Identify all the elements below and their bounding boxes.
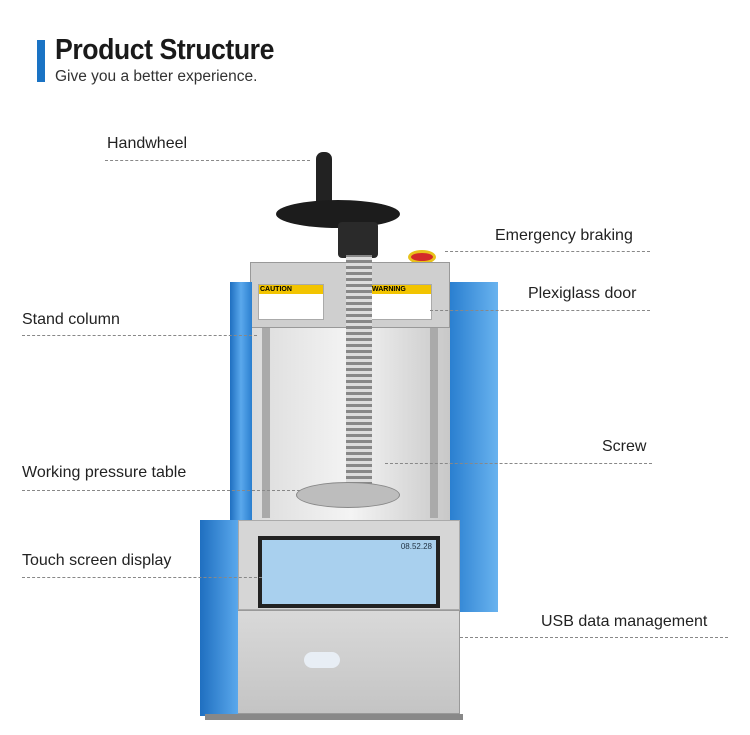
leader-line xyxy=(385,463,652,464)
label-plexiglass-door: Plexiglass door xyxy=(528,285,637,302)
label-stand-column: Stand column xyxy=(22,311,120,328)
screen-time: 08.52.28 xyxy=(400,542,432,551)
label-usb-data-management: USB data management xyxy=(541,613,708,630)
label-working-pressure-table: Working pressure table xyxy=(22,464,187,481)
page-subtitle: Give you a better experience. xyxy=(55,68,258,85)
touch-screen: 08.52.28 xyxy=(258,536,440,608)
leader-line xyxy=(430,310,650,311)
handwheel-handle xyxy=(316,152,332,214)
leader-line xyxy=(105,160,310,161)
leader-line xyxy=(22,490,300,491)
base-foot xyxy=(205,714,463,720)
warning-sticker: WARNING xyxy=(370,284,432,320)
label-emergency-braking: Emergency braking xyxy=(495,227,633,244)
warning-label: WARNING xyxy=(371,285,431,294)
caution-sticker: CAUTION xyxy=(258,284,324,320)
leader-line xyxy=(22,577,262,578)
label-screw: Screw xyxy=(602,438,647,455)
stand-column-right xyxy=(430,328,438,518)
base-frame-left xyxy=(200,520,238,716)
caution-label: CAUTION xyxy=(259,285,323,294)
leader-line xyxy=(460,637,728,638)
label-handwheel: Handwheel xyxy=(107,135,188,152)
page-title: Product Structure xyxy=(55,34,274,66)
screw xyxy=(346,255,372,485)
handwheel-hub xyxy=(338,222,378,258)
label-touch-screen-display: Touch screen display xyxy=(22,552,172,569)
logo-badge xyxy=(304,652,340,668)
pressure-table xyxy=(296,482,400,508)
leader-line xyxy=(445,251,650,252)
stand-column-left xyxy=(262,328,270,518)
leader-line xyxy=(22,335,257,336)
title-accent-bar xyxy=(37,40,45,82)
